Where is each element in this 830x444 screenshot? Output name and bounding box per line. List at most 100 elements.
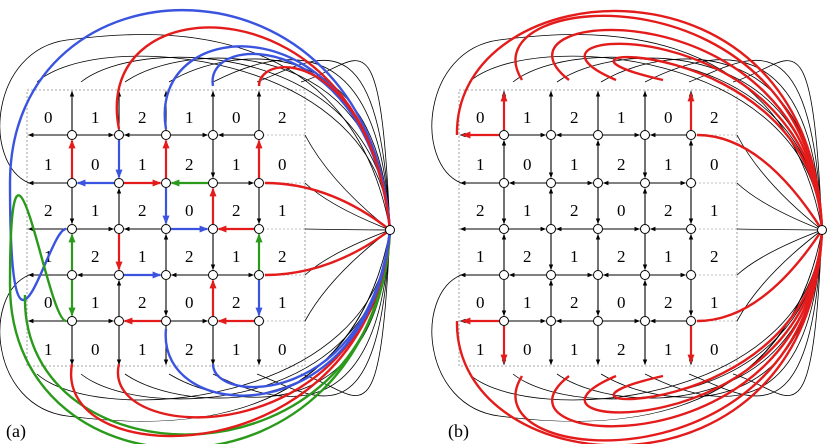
hub-fan-line <box>304 134 391 231</box>
cell-label: 2 <box>138 293 147 312</box>
red-arc <box>264 229 391 277</box>
cell-label: 1 <box>138 247 147 266</box>
cell-label: 2 <box>138 108 147 127</box>
graph-node <box>254 316 264 326</box>
graph-node <box>254 178 264 188</box>
outer-side-curve <box>431 34 823 231</box>
cell-label: 2 <box>570 108 579 127</box>
graph-node <box>114 316 124 326</box>
outer-side-curve <box>431 229 823 422</box>
cell-label: 2 <box>664 293 673 312</box>
hub-fan-line <box>736 229 823 276</box>
cell-label: 2 <box>44 201 53 220</box>
blue-arc <box>8 9 392 301</box>
cell-label: 0 <box>185 201 194 220</box>
grid-border <box>458 89 738 367</box>
green-arc <box>8 194 392 444</box>
cell-label: 1 <box>570 155 579 174</box>
outer-side-curve <box>0 229 391 422</box>
graph-node <box>499 224 509 234</box>
cell-label: 1 <box>476 340 485 359</box>
graph-node <box>686 316 696 326</box>
cell-label: 2 <box>617 340 626 359</box>
cell-label: 1 <box>185 108 194 127</box>
graph-node <box>254 270 264 280</box>
cell-label: 1 <box>523 293 532 312</box>
graph-node <box>254 224 264 234</box>
graph-node <box>114 130 124 140</box>
panel-b-label: (b) <box>448 421 469 442</box>
graph-node <box>208 178 218 188</box>
graph-node <box>640 178 650 188</box>
red-arc <box>612 55 824 231</box>
cell-label: 1 <box>91 201 100 220</box>
outer-bottom-curve <box>556 229 823 399</box>
graph-node <box>67 270 77 280</box>
cell-label: 1 <box>617 108 626 127</box>
cell-label: 1 <box>138 155 147 174</box>
graph-node <box>546 130 556 140</box>
graph-node <box>161 270 171 280</box>
red-arc <box>612 229 824 401</box>
cell-label: 0 <box>710 155 719 174</box>
cell-label: 0 <box>44 108 53 127</box>
cell-label: 2 <box>617 247 626 266</box>
outer-top-curve <box>80 56 391 231</box>
cell-label: 2 <box>185 340 194 359</box>
cell-label: 2 <box>570 293 579 312</box>
cell-label: 0 <box>44 293 53 312</box>
cell-label: 2 <box>185 155 194 174</box>
grid-border <box>26 89 306 367</box>
cell-label: 0 <box>476 108 485 127</box>
outer-top-curve <box>644 59 823 231</box>
red-arc <box>514 14 824 231</box>
graph-node <box>67 224 77 234</box>
cell-label: 0 <box>664 108 673 127</box>
cell-label: 2 <box>278 108 287 127</box>
cell-label: 2 <box>476 201 485 220</box>
red-arc <box>455 229 824 444</box>
cell-label: 0 <box>91 155 100 174</box>
cell-label: 2 <box>278 247 287 266</box>
graph-node <box>686 130 696 140</box>
graph-node <box>546 178 556 188</box>
cell-label: 1 <box>476 247 485 266</box>
graph-node <box>67 316 77 326</box>
graph-node <box>640 316 650 326</box>
blue-arc <box>211 229 392 389</box>
graph-node <box>593 224 603 234</box>
graph-node <box>208 316 218 326</box>
red-arc <box>264 181 391 231</box>
cell-label: 0 <box>710 340 719 359</box>
cell-label: 1 <box>232 340 241 359</box>
cell-label: 1 <box>664 247 673 266</box>
graph-node <box>499 270 509 280</box>
cell-label: 2 <box>91 247 100 266</box>
cell-label: 2 <box>710 108 719 127</box>
hub-fan-line <box>304 228 391 231</box>
hub-fan-line <box>736 182 823 231</box>
red-arc <box>514 229 824 442</box>
hub-fan-line <box>304 229 391 322</box>
red-arc <box>551 28 824 231</box>
outer-top-curve <box>556 57 823 231</box>
cell-label: 0 <box>232 108 241 127</box>
cell-label: 1 <box>476 155 485 174</box>
cell-label: 0 <box>278 155 287 174</box>
cell-label: 2 <box>570 201 579 220</box>
cell-label: 2 <box>185 247 194 266</box>
cell-label: 1 <box>44 340 53 359</box>
graph-node <box>640 224 650 234</box>
cell-label: 0 <box>278 340 287 359</box>
cell-label: 2 <box>710 247 719 266</box>
cell-label: 2 <box>232 201 241 220</box>
red-arc <box>551 229 824 428</box>
cell-label: 1 <box>44 155 53 174</box>
graph-node <box>114 270 124 280</box>
graph-node <box>546 224 556 234</box>
graph-node <box>686 178 696 188</box>
graph-node <box>161 316 171 326</box>
outer-bottom-curve <box>644 229 823 397</box>
